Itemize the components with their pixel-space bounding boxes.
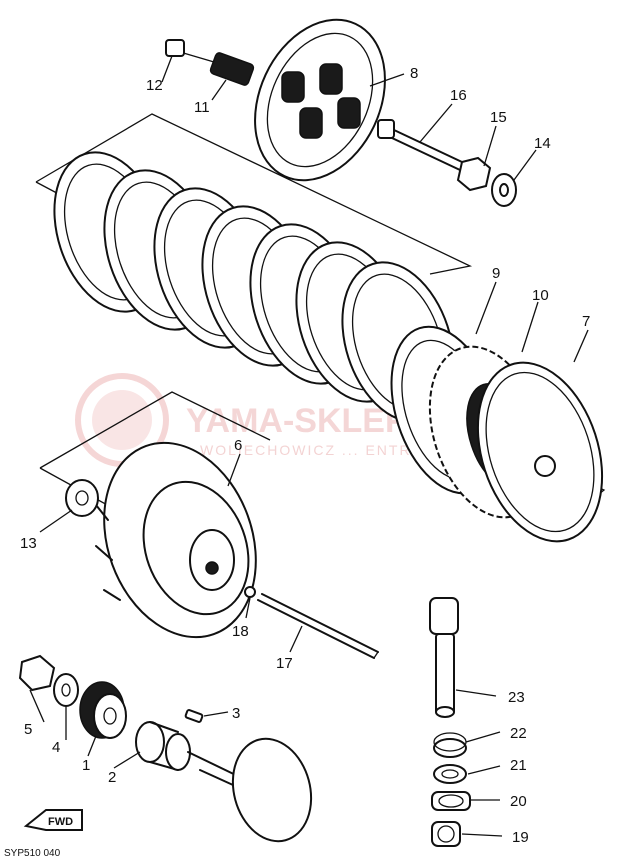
push-lever-shaft <box>429 597 459 718</box>
callout-1: 1 <box>82 757 90 774</box>
spacer <box>135 721 191 771</box>
primary-drive-gear <box>79 681 127 739</box>
callout-16: 16 <box>450 87 467 104</box>
callout-14: 14 <box>534 135 551 152</box>
woodruff-key <box>184 709 204 723</box>
drawing-code: SYP510 040 <box>4 848 61 858</box>
callout-20: 20 <box>510 793 527 810</box>
crankshaft <box>187 737 313 843</box>
callout-15: 15 <box>490 109 507 126</box>
callout-12: 12 <box>146 77 163 94</box>
callout-6: 6 <box>234 437 242 454</box>
callout-2: 2 <box>108 769 116 786</box>
callout-10: 10 <box>532 287 549 304</box>
callout-11: 11 <box>194 99 210 116</box>
callout-13: 13 <box>20 535 37 552</box>
push-rod-assembly <box>377 119 517 207</box>
ball <box>244 586 256 598</box>
callout-21: 21 <box>510 757 527 774</box>
callout-8: 8 <box>410 65 418 82</box>
callout-5: 5 <box>24 721 32 738</box>
callout-9: 9 <box>492 265 500 282</box>
callout-3: 3 <box>232 705 240 722</box>
callout-4: 4 <box>52 739 60 756</box>
callout-7: 7 <box>582 313 590 330</box>
lock-washer <box>65 479 99 517</box>
plate-stack-frame-upper <box>35 113 473 275</box>
washer <box>53 673 79 707</box>
plate-stack-frame-lower <box>39 391 271 469</box>
callout-17: 17 <box>276 655 293 672</box>
oil-seal <box>433 764 467 784</box>
forward-label: FWD <box>48 816 73 828</box>
watermark-domain: WOLIECHOWICZ ... ENTRUM <box>200 442 437 458</box>
callout-22: 22 <box>510 725 527 742</box>
callout-19: 19 <box>512 829 529 846</box>
leader-lines <box>29 55 589 837</box>
nut <box>18 654 56 692</box>
pressure-plate <box>254 18 386 182</box>
bearing-19 <box>431 821 461 847</box>
lever-spring <box>433 732 467 758</box>
bearing-20 <box>431 791 471 811</box>
clutch-plate-stack <box>53 151 604 543</box>
long-push-rod <box>257 593 379 659</box>
callout-18: 18 <box>232 623 249 640</box>
clutch-housing <box>91 441 257 639</box>
callout-labels: 12 11 8 16 15 14 9 10 7 6 13 18 17 23 22… <box>20 65 590 846</box>
forward-arrow-icon: FWD <box>23 809 83 831</box>
clutch-spring <box>165 39 255 86</box>
callout-23: 23 <box>508 689 525 706</box>
